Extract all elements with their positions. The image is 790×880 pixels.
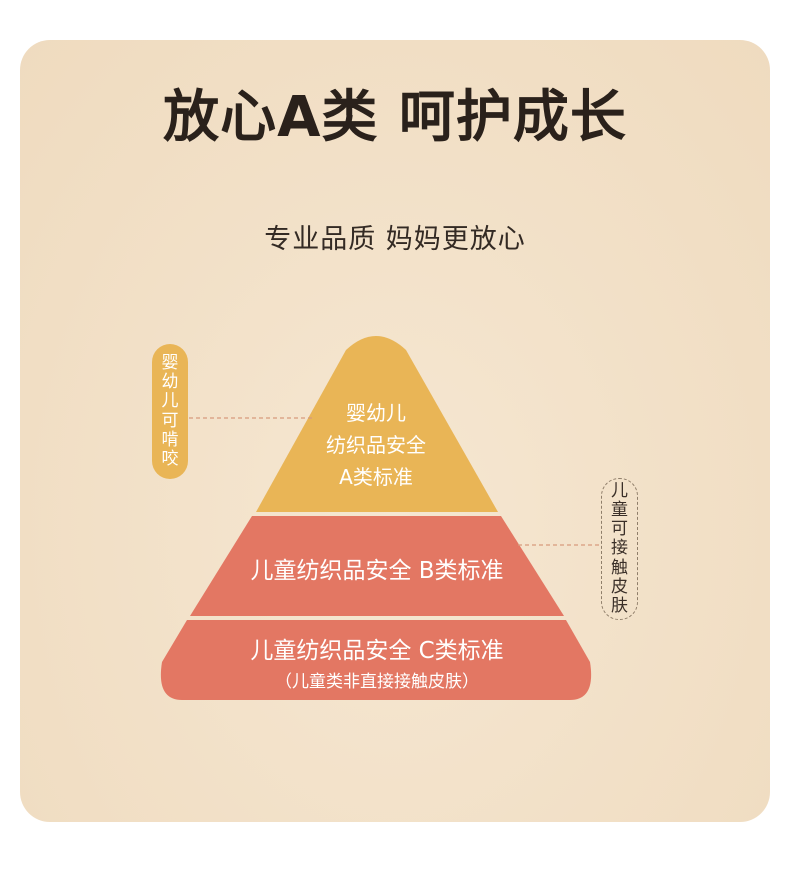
right-callout-char: 肤 <box>611 595 628 616</box>
left-callout-char: 婴 <box>161 353 179 374</box>
tier-a-line-1: 婴幼儿 <box>346 401 406 425</box>
right-callout-char: 童 <box>611 500 628 521</box>
tier-a-line-3: A类标准 <box>339 465 413 489</box>
tier-a-line-2: 纺织品安全 <box>326 433 426 457</box>
page-subtitle: 专业品质 妈妈更放心 <box>264 224 526 255</box>
pyramid-tier-c <box>160 620 592 700</box>
pyramid-tier-b <box>190 516 564 616</box>
right-callout-char: 皮 <box>611 576 628 597</box>
left-callout-char: 可 <box>161 410 179 431</box>
tier-c-note: （儿童类非直接接触皮肤） <box>275 672 479 692</box>
right-callout-char: 儿 <box>611 481 628 502</box>
right-callout-char: 接 <box>611 538 628 559</box>
pyramid-tier-a <box>256 336 498 512</box>
tier-a-label: 婴幼儿 纺织品安全 A类标准 <box>276 403 476 487</box>
left-callout-pill: 婴 幼 儿 可 啃 咬 <box>152 344 188 479</box>
left-callout-char: 儿 <box>161 391 179 412</box>
left-callout-char: 啃 <box>161 429 179 450</box>
page-title: 放心A类 呵护成长 <box>163 85 627 150</box>
tier-c-label: 儿童纺织品安全 C类标准 <box>250 638 504 664</box>
right-callout-char: 可 <box>611 519 628 540</box>
right-callout-pill: 儿 童 可 接 触 皮 肤 <box>601 478 638 620</box>
left-callout-char: 幼 <box>161 372 179 393</box>
tier-b-label: 儿童纺织品安全 B类标准 <box>250 558 504 584</box>
right-callout-char: 触 <box>611 557 628 578</box>
left-callout-char: 咬 <box>161 448 179 469</box>
